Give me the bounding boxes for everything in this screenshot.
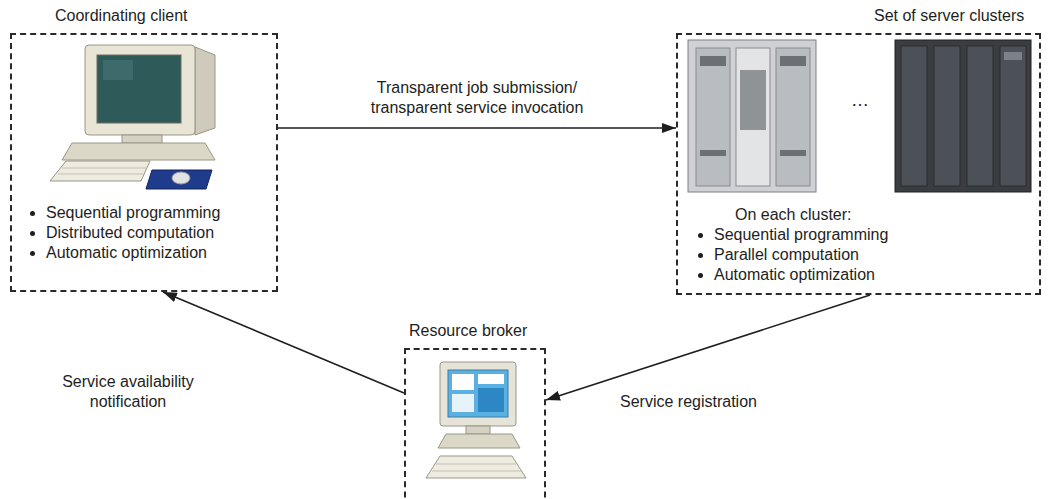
bullet-list: Sequential programmingParallel computati… bbox=[694, 225, 888, 285]
box-body: Sequential programmingDistributed comput… bbox=[26, 203, 220, 263]
bullet-list: Sequential programmingDistributed comput… bbox=[26, 203, 220, 263]
dashed-box: Set of server clustersOn each cluster:Se… bbox=[676, 33, 1041, 295]
client-computer bbox=[50, 45, 215, 189]
bullet-item: Automatic optimization bbox=[46, 243, 220, 263]
ellipsis-label: … bbox=[851, 90, 869, 110]
dashed-box: Coordinating clientSequential programmin… bbox=[10, 33, 278, 292]
box-body: On each cluster:Sequential programmingPa… bbox=[694, 205, 888, 285]
arrow-connector bbox=[546, 295, 870, 400]
connector-label: Transparent job submission/ transparent … bbox=[357, 78, 597, 118]
bullet-item: Sequential programming bbox=[714, 225, 888, 245]
bullet-item: Parallel computation bbox=[714, 245, 888, 265]
broker-computer bbox=[426, 362, 526, 478]
box-heading: Set of server clusters bbox=[874, 6, 1024, 26]
body-text: On each cluster: bbox=[735, 205, 888, 225]
dashed-box: Resource broker bbox=[404, 348, 546, 499]
connector-label: Service registration bbox=[620, 392, 757, 412]
arrow-connector bbox=[278, 127, 676, 129]
bullet-item: Automatic optimization bbox=[714, 265, 888, 285]
connector-label: Service availability notification bbox=[38, 372, 218, 412]
box-heading: Resource broker bbox=[409, 321, 527, 341]
arrow-connector bbox=[163, 292, 404, 393]
bullet-item: Sequential programming bbox=[46, 203, 220, 223]
server-racks bbox=[688, 40, 1031, 192]
bullet-item: Distributed computation bbox=[46, 223, 220, 243]
box-heading: Coordinating client bbox=[55, 6, 188, 26]
